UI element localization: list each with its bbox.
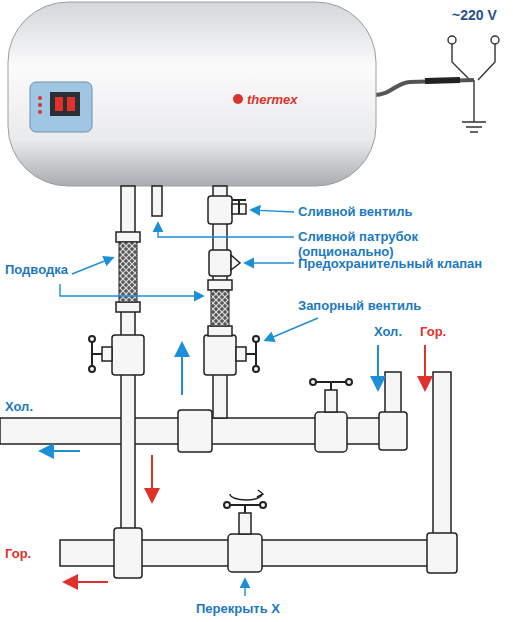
flow-label: Гор. xyxy=(5,546,31,561)
part-label: Запорный вентиль xyxy=(298,298,421,313)
voltage-label: ~220 V xyxy=(452,8,497,23)
part-label: Предохранительный клапан xyxy=(298,256,482,271)
brand-logo: thermex xyxy=(247,92,298,107)
flow-label: Гор. xyxy=(420,324,446,339)
pipes xyxy=(0,186,457,578)
power-wiring xyxy=(373,36,499,132)
action-label: Перекрыть Х xyxy=(196,601,280,616)
flow-label: Хол. xyxy=(374,324,402,339)
part-label: Подводка xyxy=(5,262,68,277)
part-label: Сливной патрубок (опционально) xyxy=(298,229,448,259)
water-heater xyxy=(8,2,376,186)
control-panel xyxy=(30,82,92,132)
part-label: Сливной вентиль xyxy=(298,204,413,219)
flow-label: Хол. xyxy=(5,399,33,414)
leader-lines xyxy=(60,210,318,596)
